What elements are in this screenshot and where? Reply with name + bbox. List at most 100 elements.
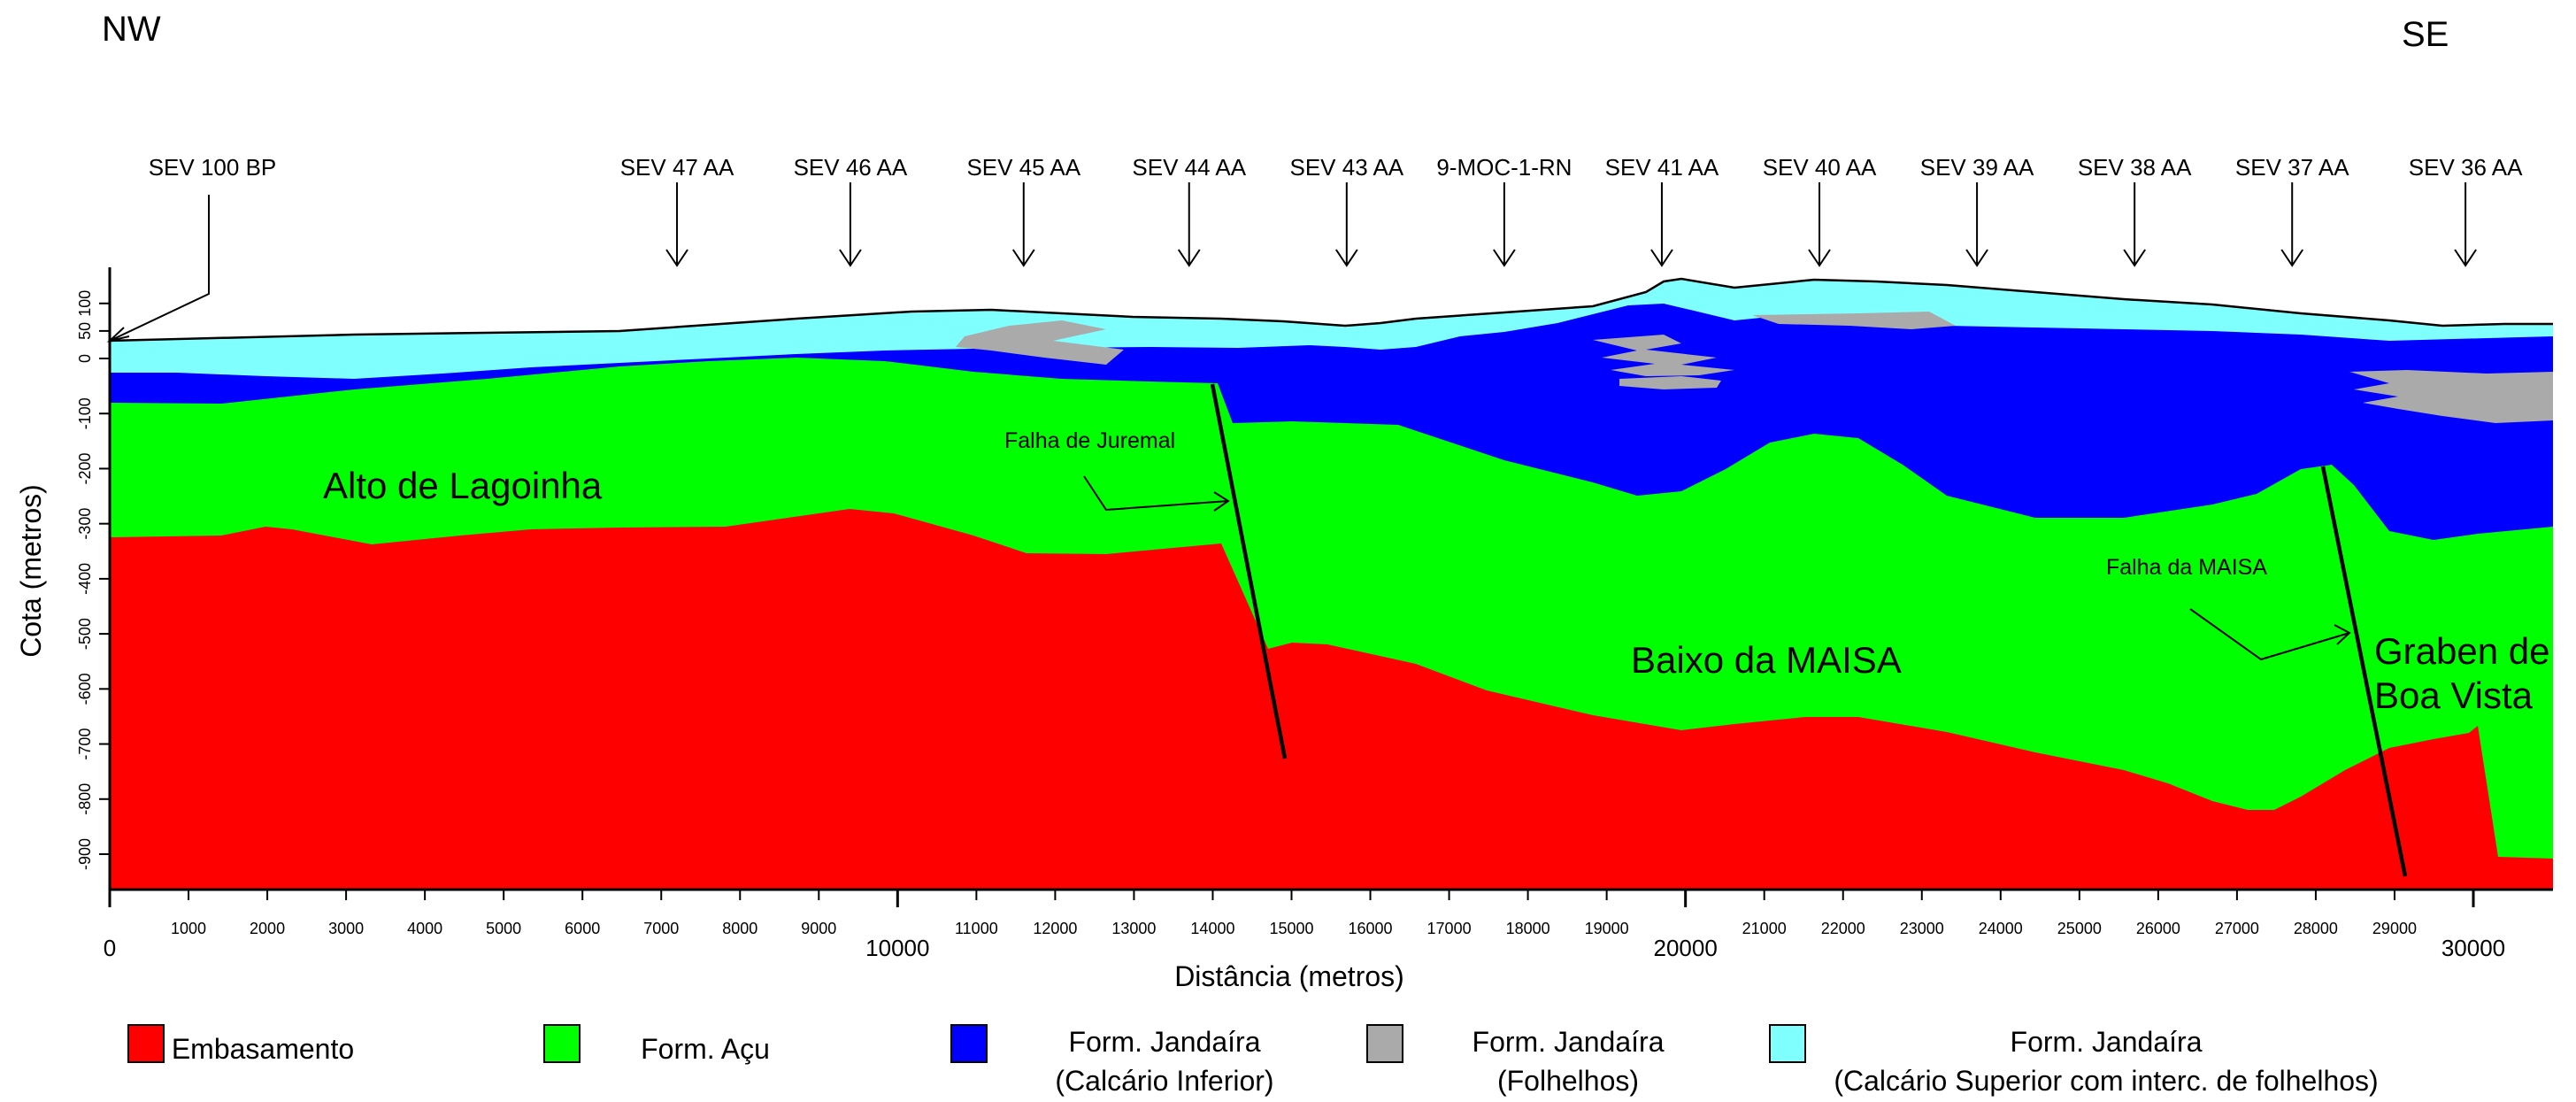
station-arrow: [1965, 182, 1988, 267]
layer-folhelhos-east: [2349, 370, 2553, 423]
y-tick-label: 100: [76, 290, 94, 317]
legend-label-line2: (Folhelhos): [1497, 1065, 1639, 1097]
region-alto-lagoinha: Alto de Lagoinha: [323, 465, 603, 506]
station-label: SEV 45 AA: [966, 154, 1080, 181]
legend-label-line1: Form. Jandaíra: [1069, 1026, 1261, 1058]
x-major-tick-label: 20000: [1654, 935, 1718, 961]
station-label: SEV 39 AA: [1920, 154, 2034, 181]
fault-maisa-label: Falha da MAISA: [2106, 555, 2267, 580]
fault-jurema-label: Falha de Juremal: [1004, 428, 1175, 453]
station-arrow: [2280, 182, 2304, 267]
x-tick-label: 16000: [1349, 920, 1393, 937]
legend-label: Embasamento: [172, 1033, 354, 1065]
y-tick-label: -700: [76, 728, 94, 760]
x-major-tick-label: 30000: [2441, 935, 2505, 961]
legend-swatch: [543, 1024, 581, 1063]
region-graben-line2: Boa Vista: [2374, 674, 2534, 716]
x-tick-label: 19000: [1585, 920, 1629, 937]
x-tick-label: 3000: [328, 920, 364, 937]
x-tick-label: 21000: [1742, 920, 1787, 937]
direction-right: SE: [2402, 15, 2449, 54]
fault-jurema-arrow: [1083, 475, 1230, 512]
x-tick-label: 2000: [250, 920, 285, 937]
layer-folhelhos-band: [1752, 312, 1956, 329]
station-label: SEV 100 BP: [149, 154, 277, 181]
region-graben-line1: Graben de: [2374, 630, 2549, 672]
x-tick-label: 15000: [1269, 920, 1313, 937]
x-tick-label: 8000: [722, 920, 757, 937]
y-tick-label: -200: [76, 452, 94, 484]
x-tick-label: 23000: [1900, 920, 1944, 937]
x-tick-label: 24000: [1979, 920, 2023, 937]
x-tick-label: 18000: [1506, 920, 1550, 937]
fault-maisa-arrow: [2189, 608, 2351, 661]
x-tick-label: 7000: [643, 920, 679, 937]
station-arrow: [106, 195, 210, 343]
x-major-tick-label: 0: [104, 935, 116, 961]
legend-label-line2: (Calcário Inferior): [1055, 1065, 1273, 1097]
x-tick-label: 12000: [1033, 920, 1077, 937]
x-tick-label: 4000: [407, 920, 442, 937]
x-tick-label: 1000: [171, 920, 206, 937]
station-arrow: [1650, 182, 1673, 267]
x-tick-label: 27000: [2215, 920, 2259, 937]
fault-maisa-line: [2320, 466, 2408, 877]
y-tick-label: 0: [76, 354, 94, 363]
x-tick-label: 22000: [1821, 920, 1865, 937]
legend-label-line1: Form. Jandaíra: [2011, 1026, 2203, 1058]
layer-folhelhos-lens-3: [1619, 376, 1721, 389]
station-arrow: [2454, 182, 2477, 267]
station-label: SEV 46 AA: [794, 154, 908, 181]
layer-embasamento: [110, 509, 2553, 890]
station-label: SEV 37 AA: [2235, 154, 2349, 181]
topography-line: [109, 277, 2553, 343]
station-label: SEV 40 AA: [1763, 154, 1877, 181]
layer-folhelhos-lens-2: [1593, 335, 1734, 376]
legend-label-line2: (Calcário Superior com interc. de folhel…: [1834, 1065, 2378, 1097]
station-arrow: [665, 182, 688, 267]
y-tick-label: -900: [76, 838, 94, 870]
legend-swatch: [1769, 1024, 1806, 1063]
y-tick-label: -300: [76, 508, 94, 540]
station-arrow: [1334, 182, 1358, 267]
x-tick-label: 9000: [801, 920, 836, 937]
station-arrow: [1493, 182, 1516, 267]
x-tick-label: 25000: [2057, 920, 2102, 937]
legend: Embasamento Form. Açu Form. Jandaíra (Calcá…: [127, 1024, 2379, 1097]
y-tick-label: -500: [76, 618, 94, 650]
station-label: SEV 44 AA: [1132, 154, 1246, 181]
station-arrow: [1808, 182, 1831, 267]
legend-swatch: [1366, 1024, 1403, 1063]
y-tick-label: -800: [76, 783, 94, 815]
region-baixo-maisa: Baixo da MAISA: [1631, 639, 1902, 681]
y-tick-label: -400: [76, 563, 94, 595]
x-tick-label: 6000: [565, 920, 600, 937]
legend-label: Form. Açu: [641, 1033, 770, 1065]
station-label: 9-MOC-1-RN: [1436, 154, 1572, 181]
station-label: SEV 36 AA: [2409, 154, 2523, 181]
x-tick-label: 29000: [2372, 920, 2417, 937]
x-major-tick-label: 10000: [865, 935, 929, 961]
y-tick-label: -600: [76, 673, 94, 705]
direction-left: NW: [102, 10, 161, 49]
y-tick-label: 50: [76, 322, 94, 340]
x-tick-label: 17000: [1427, 920, 1472, 937]
station-label: SEV 38 AA: [2078, 154, 2192, 181]
x-tick-label: 11000: [955, 920, 998, 937]
station-arrow: [1011, 182, 1035, 267]
x-axis-label: Distância (metros): [1174, 960, 1404, 992]
station-arrow: [1177, 182, 1201, 267]
fault-jurema-line: [1210, 383, 1288, 759]
x-tick-label: 5000: [486, 920, 521, 937]
layer-folhelhos-lens-1: [956, 320, 1124, 365]
layers: [109, 277, 2553, 890]
x-tick-label: 13000: [1111, 920, 1156, 937]
x-tick-label: 26000: [2136, 920, 2180, 937]
legend-swatch: [127, 1024, 165, 1063]
station-arrow: [839, 182, 862, 267]
x-tick-label: 28000: [2294, 920, 2338, 937]
legend-swatch: [950, 1024, 988, 1063]
station-label: SEV 41 AA: [1605, 154, 1719, 181]
